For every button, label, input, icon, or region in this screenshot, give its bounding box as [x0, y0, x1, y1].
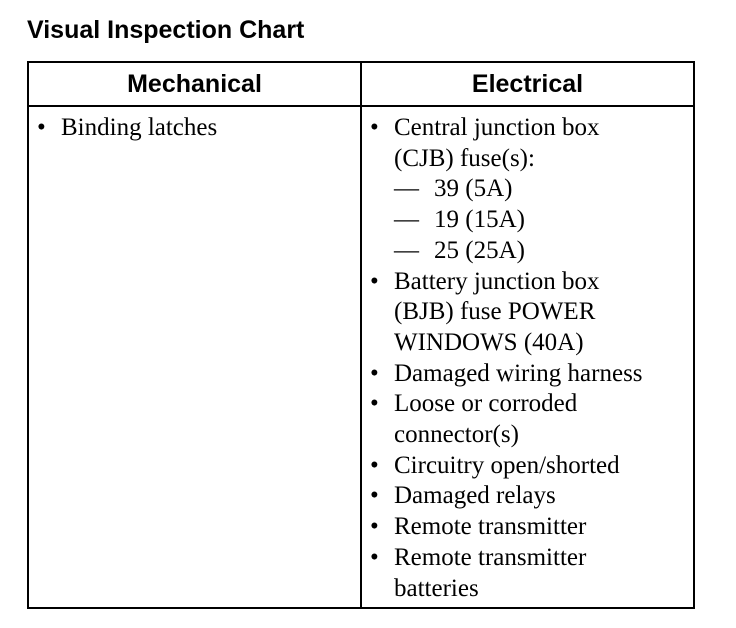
- item-text: Damaged relays: [394, 481, 693, 512]
- item-text: Loose or corroded connector(s): [394, 389, 693, 450]
- fuse-value: 39 (5A): [434, 175, 513, 203]
- dash-icon: —: [394, 206, 419, 234]
- item-line: Central junction box: [394, 114, 600, 141]
- item-line: batteries: [394, 574, 479, 602]
- list-item: • Battery junction box (BJB) fuse POWER …: [362, 267, 693, 359]
- bullet-icon: •: [370, 359, 379, 387]
- list-item: • Damaged wiring harness: [362, 359, 693, 390]
- list-item: • Remote transmitter: [362, 512, 693, 543]
- bullet-icon: •: [370, 267, 379, 295]
- content-row: • Binding latches • Central junction box…: [27, 105, 695, 609]
- item-text: Damaged wiring harness: [394, 359, 693, 390]
- electrical-list: • Central junction box (CJB) fuse(s): — 3…: [362, 113, 693, 604]
- item-line: Circuitry open/shorted: [394, 451, 620, 479]
- item-text: Central junction box (CJB) fuse(s): — 39 …: [394, 113, 693, 267]
- mechanical-cell: • Binding latches: [27, 105, 362, 609]
- item-text: Remote transmitter batteries: [394, 543, 693, 604]
- bullet-icon: •: [370, 513, 379, 541]
- bullet-icon: •: [370, 451, 379, 479]
- item-text: Remote transmitter: [394, 512, 693, 543]
- mechanical-list: • Binding latches: [29, 113, 360, 144]
- item-line: (CJB) fuse(s):: [394, 144, 535, 172]
- electrical-header: Electrical: [360, 61, 695, 107]
- item-text: Circuitry open/shorted: [394, 451, 693, 482]
- electrical-cell: • Central junction box (CJB) fuse(s): — 3…: [360, 105, 695, 609]
- list-item: • Damaged relays: [362, 481, 693, 512]
- list-item: • Remote transmitter batteries: [362, 543, 693, 604]
- inspection-table: Mechanical Electrical • Binding latches: [27, 61, 695, 609]
- item-line: Loose or corroded: [394, 390, 578, 418]
- item-line: Battery junction box: [394, 267, 600, 295]
- fuse-entry: — 25 (25A): [394, 236, 693, 267]
- bullet-icon: •: [370, 482, 379, 510]
- bullet-icon: •: [370, 114, 379, 141]
- bullet-icon: •: [370, 390, 379, 418]
- item-line: (BJB) fuse POWER: [394, 298, 596, 326]
- fuse-entry: — 19 (15A): [394, 205, 693, 236]
- list-item: • Central junction box (CJB) fuse(s): — 3…: [362, 113, 693, 267]
- chart-title: Visual Inspection Chart: [27, 16, 305, 44]
- item-text: Battery junction box (BJB) fuse POWER WI…: [394, 267, 693, 359]
- list-item: • Circuitry open/shorted: [362, 451, 693, 482]
- fuse-value: 19 (15A): [434, 206, 525, 234]
- dash-icon: —: [394, 236, 419, 264]
- bullet-icon: •: [370, 543, 379, 571]
- dash-icon: —: [394, 175, 419, 203]
- item-line: Damaged wiring harness: [394, 359, 643, 387]
- header-row: Mechanical Electrical: [27, 61, 695, 107]
- item-text: Binding latches: [61, 114, 218, 141]
- item-line: Remote transmitter: [394, 543, 587, 571]
- bullet-icon: •: [37, 114, 46, 141]
- list-item: • Loose or corroded connector(s): [362, 389, 693, 450]
- item-line: connector(s): [394, 421, 519, 449]
- item-line: WINDOWS (40A): [394, 328, 584, 356]
- mechanical-header: Mechanical: [27, 61, 362, 107]
- item-line: Damaged relays: [394, 482, 556, 510]
- item-line: Remote transmitter: [394, 513, 587, 541]
- fuse-entry: — 39 (5A): [394, 174, 693, 205]
- fuse-value: 25 (25A): [434, 236, 525, 264]
- list-item: • Binding latches: [29, 113, 360, 144]
